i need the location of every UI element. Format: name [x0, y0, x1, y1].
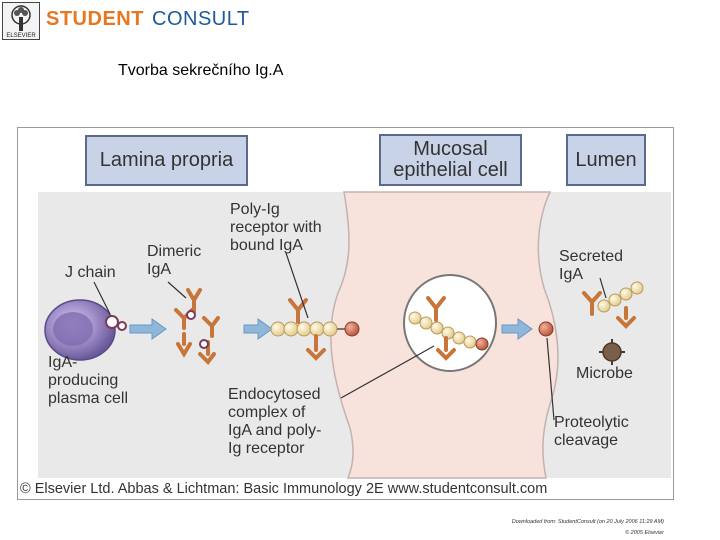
label-microbe: Microbe — [576, 365, 633, 382]
header-lumen: Lumen — [566, 134, 646, 186]
student-consult-logo: ELSEVIER STUDENT CONSULT — [2, 2, 249, 40]
label-secreted-iga: Secreted IgA — [559, 248, 624, 283]
label-proteolytic-cleavage: Proteolytic cleavage — [554, 414, 629, 449]
label-j-chain: J chain — [65, 264, 116, 281]
process-arrows — [129, 318, 533, 340]
figure-artwork — [38, 191, 671, 479]
label-dimeric-iga: Dimeric IgA — [147, 243, 202, 278]
microbe-icon — [599, 339, 625, 365]
poly-ig-receptor-chain — [270, 298, 360, 361]
elsevier-wordmark: ELSEVIER — [6, 33, 36, 39]
dimeric-iga — [174, 288, 220, 366]
download-notice: Downloaded from: StudentConsult (on 20 J… — [511, 519, 664, 525]
label-endocytosed-complex: Endocytosed complex of IgA and poly- Ig … — [228, 386, 322, 457]
elsevier-tree-icon: ELSEVIER — [2, 2, 40, 40]
label-poly-ig-receptor: Poly-Ig receptor with bound IgA — [230, 201, 322, 254]
j-chain-marker — [105, 315, 127, 331]
cleaved-receptor-stub — [538, 321, 554, 337]
logo-consult-text: CONSULT — [152, 8, 250, 30]
download-copyright: © 2005 Elsevier — [625, 530, 664, 536]
endocytosed-complex — [408, 296, 489, 361]
plasma-cell-nucleus — [53, 312, 93, 346]
label-plasma-cell: IgA- producing plasma cell — [48, 354, 129, 407]
secreted-iga — [582, 281, 644, 329]
figure-copyright: © Elsevier Ltd. Abbas & Lichtman: Basic … — [20, 481, 548, 497]
header-mucosal-epithelial-cell: Mucosal epithelial cell — [379, 134, 522, 186]
logo-student-text: STUDENT — [46, 8, 144, 30]
slide-title: Tvorba sekrečního Ig.A — [118, 62, 284, 79]
leader-lines — [93, 252, 607, 421]
header-lamina-propria: Lamina propria — [85, 135, 248, 186]
iga-secretion-figure: Lamina propria Mucosal epithelial cell L… — [17, 127, 674, 500]
